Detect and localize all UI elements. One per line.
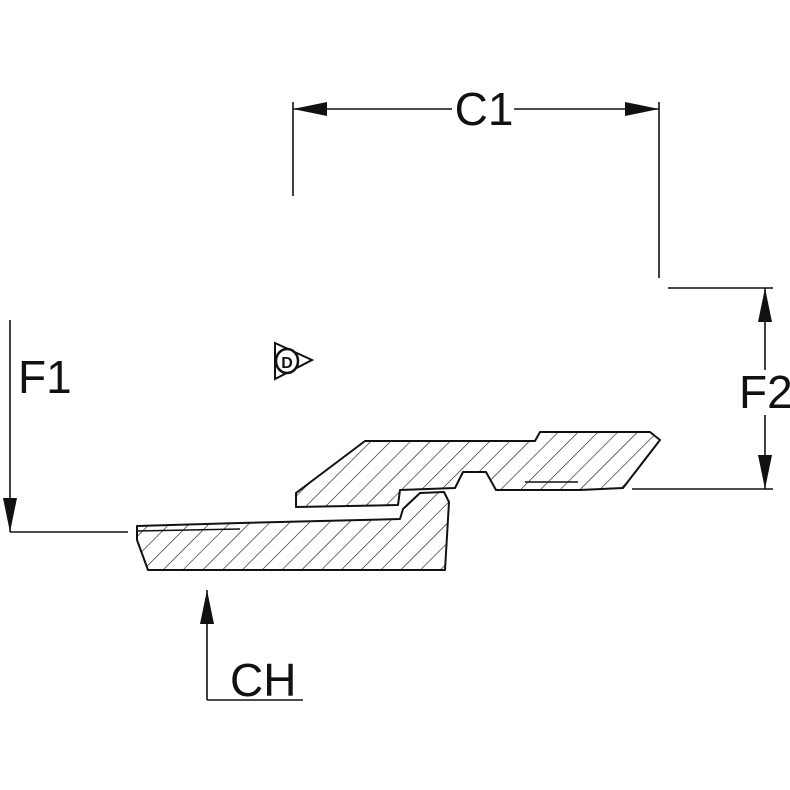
c1-label: C1 xyxy=(455,83,514,135)
dunlop-logo-letter: D xyxy=(281,355,293,372)
nut-wall-section xyxy=(136,491,450,571)
nut-bore-line xyxy=(136,528,241,532)
f2-label: F2 xyxy=(739,366,790,418)
f1-dimension: F1 xyxy=(3,320,128,533)
ch-dimension: CH xyxy=(200,590,303,706)
f2-dimension: F2 xyxy=(632,287,790,490)
c1-dimension: C1 xyxy=(292,83,660,278)
stem-wall-section xyxy=(295,431,661,508)
dunlop-logo: D xyxy=(274,341,315,381)
ch-label: CH xyxy=(230,654,296,706)
f1-label: F1 xyxy=(18,351,72,403)
